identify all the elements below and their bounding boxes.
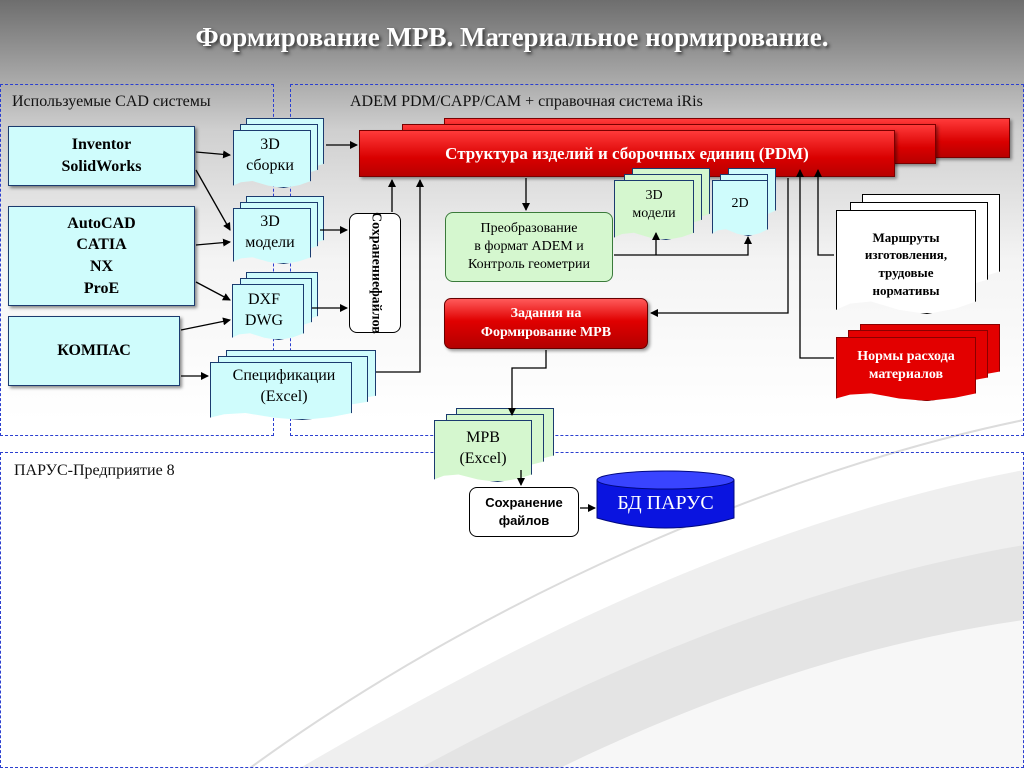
doc-line: 3D — [260, 136, 280, 154]
save-files-vertical-box: Сохранение файлов — [349, 212, 401, 335]
doc-routes: Маршруты изготовления, трудовые норматив… — [836, 222, 976, 306]
slide-title: Формирование МРВ. Материальное нормирова… — [195, 22, 829, 52]
box-line: Сохранение — [485, 495, 563, 511]
pdm-label: Структура изделий и сборочных единиц (PD… — [445, 143, 809, 163]
doc-line: трудовые — [878, 265, 934, 280]
doc-line: модели — [632, 206, 676, 221]
box-line: Преобразование — [480, 220, 578, 236]
doc-line: 2D — [731, 195, 749, 211]
save-files-vertical-text: Сохранение файлов — [367, 212, 384, 335]
doc-line: модели — [245, 234, 295, 251]
cad-name: КОМПАС — [57, 342, 131, 360]
doc-mrv: МРВ (Excel) — [434, 424, 532, 474]
conversion-box: Преобразование в формат ADEM и Контроль … — [445, 212, 613, 282]
doc-line: (Excel) — [260, 388, 308, 405]
cad-name: Inventor — [71, 136, 132, 154]
save-files-box: Сохранение файлов — [469, 487, 579, 537]
doc-pdm-3d-models: 3D модели — [614, 180, 694, 230]
doc-pdm-2d: 2D — [712, 180, 768, 228]
box-line: Контроль геометрии — [468, 257, 590, 273]
cad-systems-label: Используемые CAD системы — [12, 93, 211, 110]
doc-line: изготовления, — [864, 247, 948, 263]
doc-line: DWG — [244, 312, 284, 329]
doc-material-norms: Нормы расхода материалов — [836, 338, 976, 394]
box-line: Формирование МРВ — [480, 324, 612, 340]
doc-line: сборки — [246, 157, 294, 174]
doc-line: нормативы — [872, 282, 940, 298]
cad-name: AutoCAD — [67, 214, 136, 232]
doc-line: материалов — [868, 367, 944, 382]
box-line: файлов — [368, 287, 384, 335]
db-parus: БД ПАРУС — [597, 488, 734, 518]
cad-name: NX — [89, 258, 114, 275]
box-line: в формат ADEM и — [474, 238, 584, 254]
doc-3d-assemblies: 3D сборки — [233, 130, 307, 182]
doc-line: 3D — [645, 187, 663, 203]
doc-line: (Excel) — [459, 450, 507, 467]
cad-box-inventor-solidworks: Inventor SolidWorks — [8, 126, 195, 186]
cad-name: ProE — [83, 279, 120, 297]
cad-name: CATIA — [76, 236, 127, 254]
cad-box-kompas: КОМПАС — [8, 316, 180, 386]
box-line: Сохранение — [368, 212, 384, 288]
parus-label: ПАРУС-Предприятие 8 — [14, 462, 175, 479]
doc-line: Маршруты — [872, 229, 940, 245]
doc-specs: Спецификации (Excel) — [212, 362, 356, 412]
db-label: БД ПАРУС — [617, 491, 714, 514]
doc-line: 3D — [260, 213, 280, 231]
cad-name: SolidWorks — [61, 158, 142, 175]
doc-line: МРВ — [466, 429, 500, 447]
adem-label: ADEM PDM/CAPP/CAM + справочная система i… — [350, 93, 703, 110]
doc-dxf-dwg: DXF DWG — [232, 287, 296, 335]
pdm-box: Структура изделий и сборочных единиц (PD… — [359, 130, 895, 177]
doc-line: DXF — [247, 291, 280, 309]
box-line: Задания на — [510, 306, 582, 322]
cad-box-autocad-catia: AutoCAD CATIA NX ProE — [8, 206, 195, 306]
mrv-task-box: Задания на Формирование МРВ — [444, 298, 648, 349]
box-line: файлов — [498, 513, 550, 528]
doc-line: Нормы расхода — [857, 348, 955, 364]
doc-line: Спецификации — [232, 367, 336, 385]
doc-3d-models: 3D модели — [233, 208, 307, 258]
